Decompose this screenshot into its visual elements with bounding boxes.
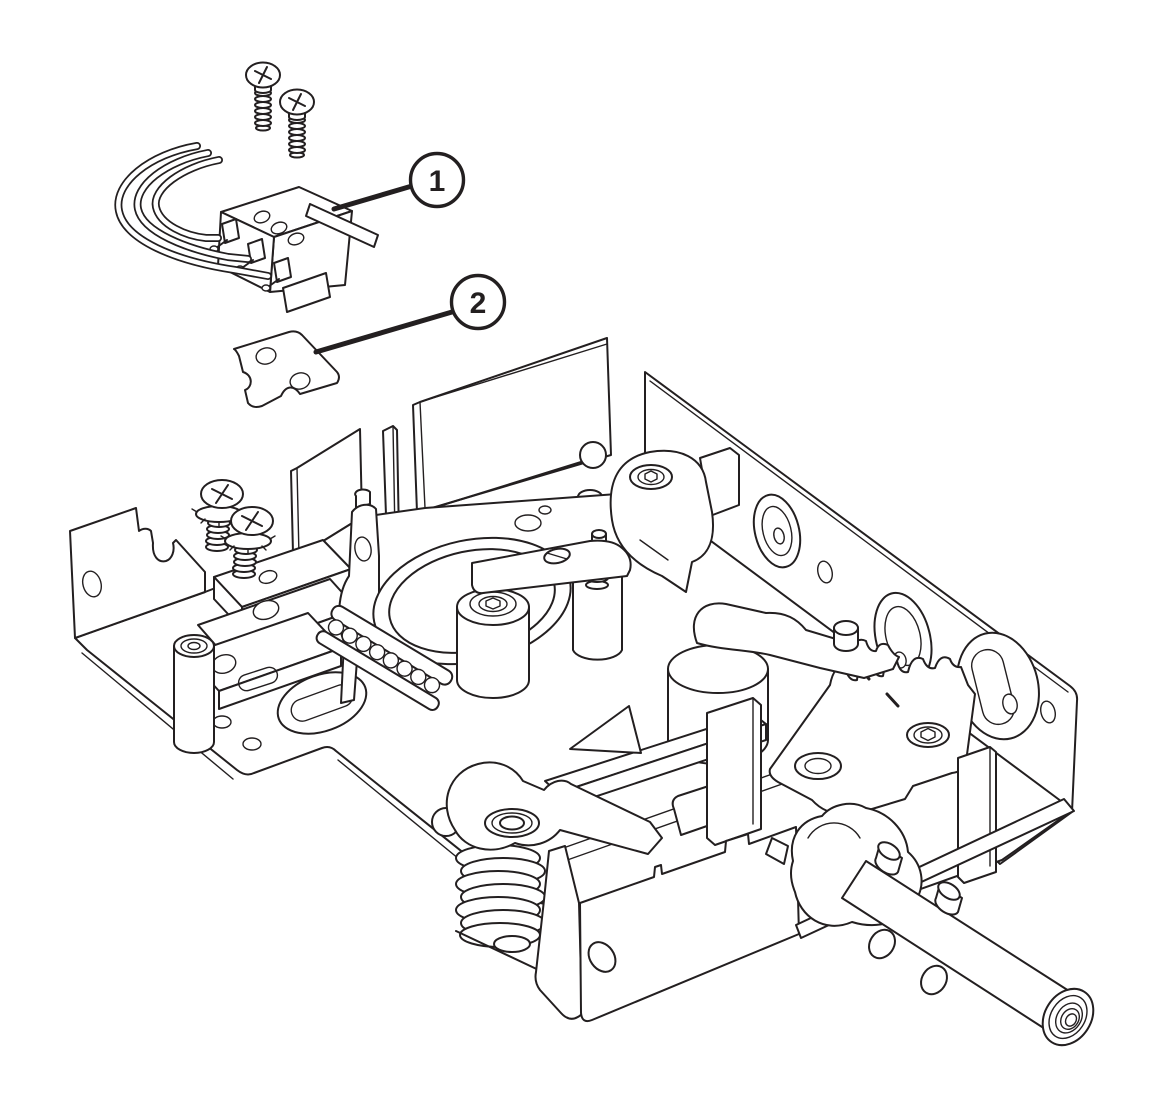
upper-lever-with-pin (692, 602, 900, 679)
cam-block (609, 447, 740, 593)
screw-pan-head-left (245, 61, 281, 132)
screw-pan-head-right (279, 88, 315, 159)
callout-1: 1 (331, 151, 466, 212)
front-rails (544, 697, 800, 865)
callout-2: 2 (313, 273, 507, 355)
callout-2-number: 2 (470, 287, 487, 320)
front-panel (534, 826, 800, 1023)
chassis-assembly (69, 337, 1095, 1047)
standoff-post (173, 634, 215, 754)
callout-1-number: 1 (429, 165, 446, 198)
left-bracket-wall (69, 507, 206, 639)
output-shaft-threaded-bore (841, 841, 1095, 1047)
coil-spring (455, 844, 546, 953)
switch-mounting-plate (233, 330, 340, 408)
bell-crank-lever (431, 761, 663, 978)
ball-detent-strip (315, 604, 454, 711)
callout-2-balloon (449, 273, 507, 331)
wire-leads (114, 142, 272, 280)
center-pivot-post (456, 588, 530, 699)
rear-wall-large (412, 337, 612, 513)
micro-switch (114, 142, 379, 313)
switch-lever-blade (305, 203, 379, 248)
mounting-screw-with-washer (220, 506, 276, 579)
slide-bracket (185, 539, 358, 710)
slotted-screw-lever (471, 529, 632, 661)
callout-1-leader (331, 183, 415, 212)
callout-2-leader (313, 309, 455, 355)
callout-1-balloon (408, 151, 466, 209)
